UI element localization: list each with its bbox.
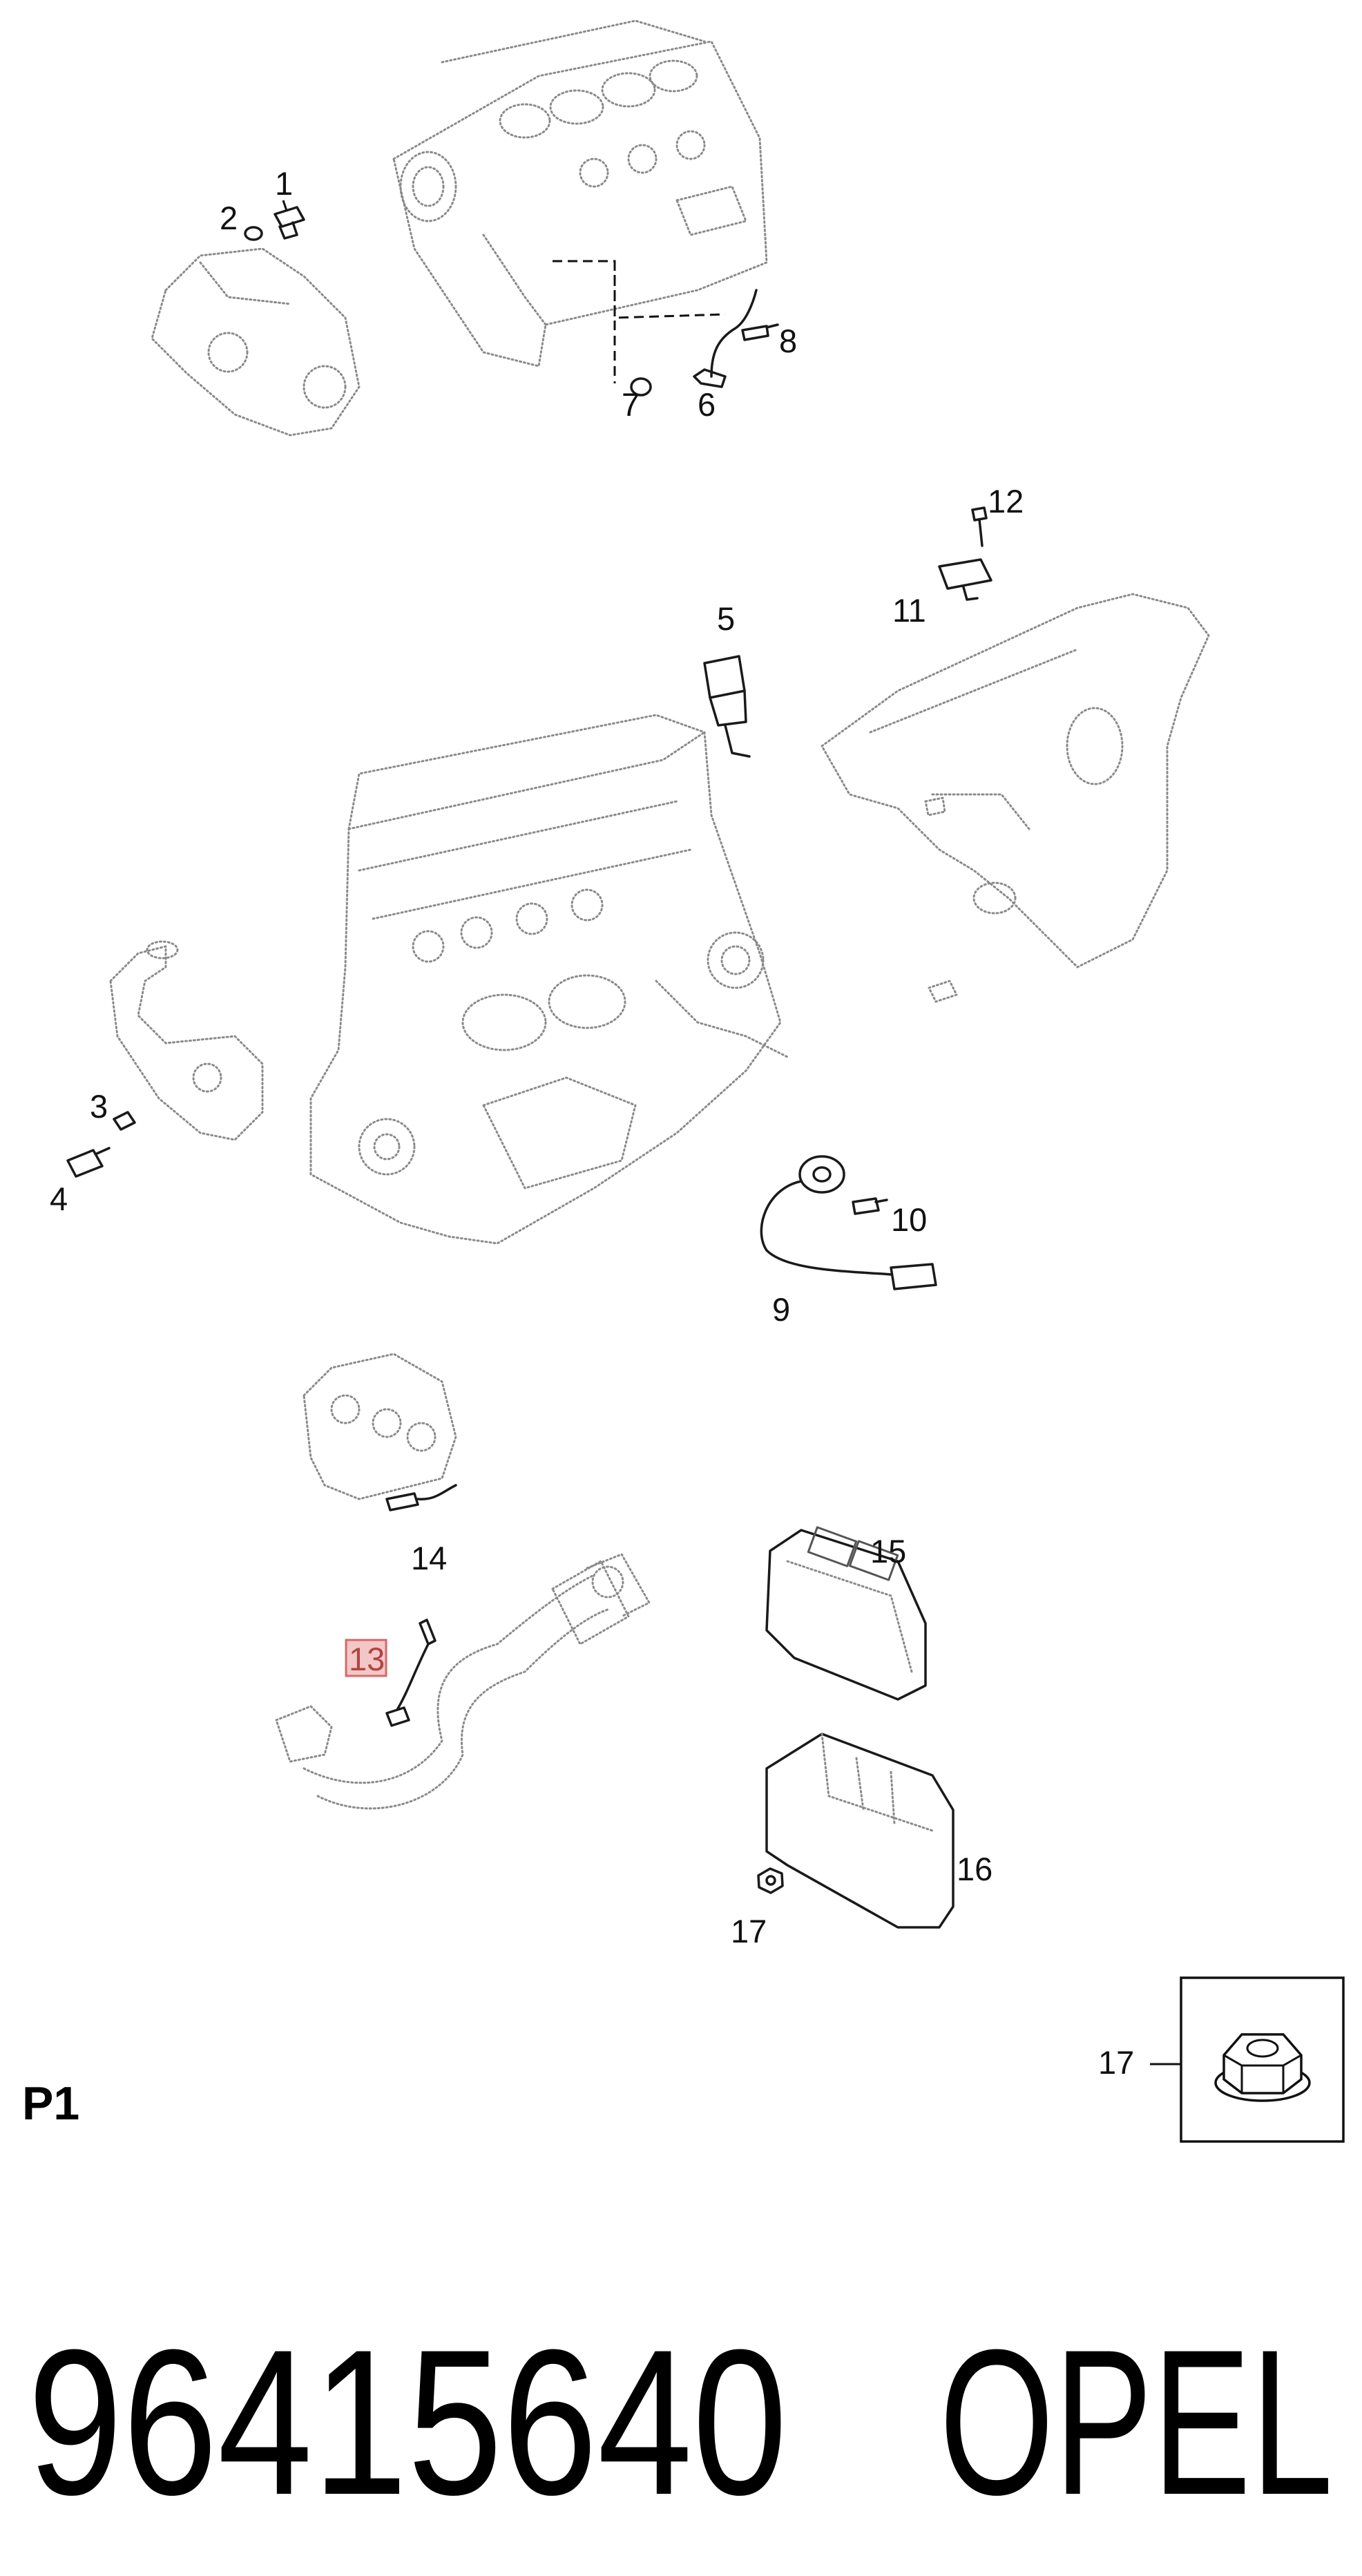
brand-name: OPEL xyxy=(939,2306,1333,2538)
part-12-screw xyxy=(971,506,988,547)
callout-4: 4 xyxy=(50,1181,68,1217)
oil-pump-housing xyxy=(151,247,361,437)
part-9-knock-sensor xyxy=(760,1155,937,1290)
part-4-temp-sensor xyxy=(66,1147,111,1178)
callout-13: 13 xyxy=(349,1641,385,1677)
part-13-o2-sensor xyxy=(385,1619,437,1727)
part-11-map-sensor xyxy=(938,558,992,601)
part-5-ignition-module xyxy=(703,655,751,758)
callout-16: 16 xyxy=(957,1851,992,1887)
callout-17-inset: 17 xyxy=(1098,2044,1134,2081)
callout-5: 5 xyxy=(717,600,735,637)
part-3-sender xyxy=(113,1111,136,1131)
thermostat-housing xyxy=(109,940,264,1141)
part-16-ecu-bracket xyxy=(765,1733,955,1929)
page-label: P1 xyxy=(22,2077,79,2130)
part-1-oil-pressure-switch xyxy=(274,200,305,240)
exhaust-pipe xyxy=(275,1553,651,1810)
callout-17: 17 xyxy=(731,1913,767,1949)
part-number: 96415640 xyxy=(28,2306,787,2538)
callout-6: 6 xyxy=(698,386,716,423)
flange-nut-icon xyxy=(1214,2033,1311,2102)
callout-9: 9 xyxy=(772,1291,790,1328)
callout-3: 3 xyxy=(90,1088,108,1125)
intake-manifold xyxy=(821,593,1210,1003)
callout-15: 15 xyxy=(870,1533,906,1570)
part-8-bolt xyxy=(741,323,779,341)
part-2-washer xyxy=(244,226,263,241)
part-7-seal-ring xyxy=(630,377,652,397)
part-10-bolt xyxy=(852,1197,888,1215)
callout-10: 10 xyxy=(891,1201,927,1238)
callout-12: 12 xyxy=(988,483,1024,519)
part-6-sensor xyxy=(693,289,758,388)
callout-8: 8 xyxy=(779,323,797,359)
callout-2: 2 xyxy=(220,200,238,236)
part-17-nut-small xyxy=(757,1867,784,1894)
callout-14: 14 xyxy=(411,1540,447,1576)
callout-13-highlight xyxy=(345,1639,387,1677)
exhaust-manifold xyxy=(303,1353,457,1500)
dashed-locator-line xyxy=(553,260,726,383)
engine-main xyxy=(309,714,789,1245)
part-15-ecu xyxy=(765,1526,927,1701)
part-14-o2-sensor-upper xyxy=(385,1484,457,1511)
callout-1: 1 xyxy=(275,165,293,202)
callout-11: 11 xyxy=(892,592,926,629)
engine-block-top xyxy=(392,19,768,368)
callout-7: 7 xyxy=(622,386,640,423)
